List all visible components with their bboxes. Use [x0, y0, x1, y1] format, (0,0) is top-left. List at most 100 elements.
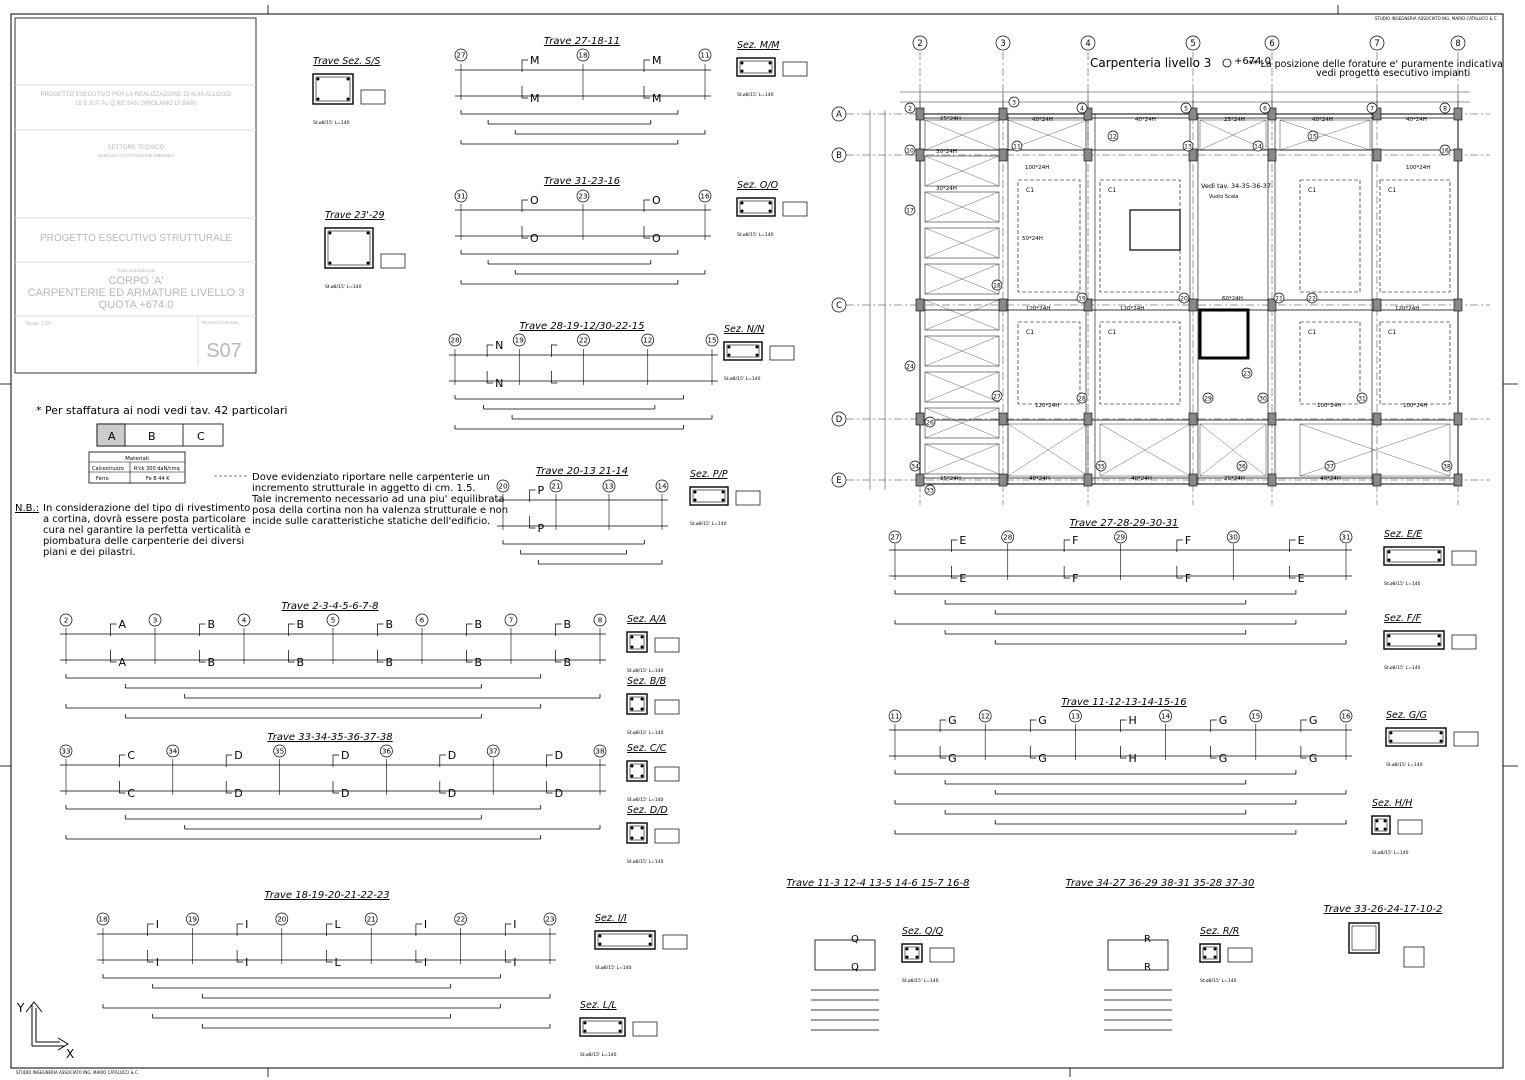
bay-diagonal: [1099, 423, 1191, 477]
node-bubble: [576, 189, 590, 203]
stirrup-shape: [769, 345, 795, 361]
rebar-dot: [316, 97, 320, 101]
node-bubble: [454, 189, 468, 203]
stirrup-shape: [1403, 946, 1425, 968]
stirrup-note: St.ø8/15' L=140: [627, 859, 664, 865]
node-bubble: [831, 106, 847, 122]
nb-5: piani e dei pilastri.: [43, 547, 136, 558]
node-label: 15: [1251, 712, 1260, 721]
section-cut: [486, 371, 494, 384]
node-bubble: [1001, 530, 1015, 544]
section-cut-label: I: [513, 918, 516, 931]
node-bubble: [1185, 35, 1201, 51]
node-bubble: [415, 613, 429, 627]
node-bubble: [1307, 130, 1319, 142]
slab-tag: C1: [1308, 187, 1316, 194]
section-cut-label: I: [245, 956, 248, 969]
node-bubble: [1069, 709, 1082, 723]
notes: * Per staffatura ai nodi vedi tav. 42 pa…: [15, 404, 508, 558]
rebar-dot: [905, 955, 909, 959]
node-label: 35: [275, 747, 284, 756]
section-title: Sez. B/B: [627, 676, 666, 687]
rebar-dot: [915, 955, 919, 959]
node-bubble: [1241, 367, 1253, 379]
rebar-dot: [648, 934, 652, 938]
section-stirrup: [1351, 925, 1377, 951]
section-cut-label: P: [538, 484, 545, 497]
slab-panel: [1017, 179, 1081, 293]
node-label: 8: [1443, 105, 1447, 112]
slab-panel: [1017, 321, 1081, 405]
node-bubble: [1339, 530, 1353, 544]
beam-title: Trave 27-28-29-30-31: [1070, 518, 1179, 529]
node-label: 19: [515, 336, 525, 345]
node-label: 18: [993, 282, 1001, 289]
node-label: 21: [1275, 295, 1283, 302]
column-section: [915, 412, 925, 426]
section-title: Sez. G/G: [1386, 710, 1427, 721]
node-label: 23: [1243, 370, 1251, 377]
section-cut-label: R: [1144, 962, 1151, 973]
node-bubble: [486, 744, 500, 758]
node-label: B: [836, 150, 842, 160]
node-bubble: [380, 744, 393, 758]
section-cut-label: B: [297, 618, 305, 631]
node-label: 20: [1180, 295, 1188, 302]
stair-note: Vedi tav. 34-35-36-37: [1201, 182, 1271, 190]
section-cut: [332, 754, 339, 767]
section-stirrup: [692, 489, 726, 503]
node-label: 38: [1443, 463, 1451, 470]
section-cut: [119, 781, 126, 794]
node-bubble: [593, 744, 607, 758]
node-label: 28: [450, 336, 460, 345]
section-stirrup: [739, 200, 773, 214]
cantilever-note-5: incide sulle caratteristiche statiche de…: [252, 516, 490, 527]
node-bubble: [912, 35, 928, 51]
section-title: Trave 23'-29: [325, 210, 385, 221]
node-bubble: [1107, 130, 1119, 142]
beam-size-label: 25*24H: [940, 116, 961, 122]
section-cut-label: O: [530, 232, 539, 245]
bay-cell: [924, 227, 1000, 259]
stirrup-shape: [782, 61, 808, 77]
node-bubble: [1095, 460, 1107, 472]
rebar-dot: [618, 1021, 622, 1025]
section-cut: [288, 623, 295, 636]
node-bubble: [549, 479, 563, 493]
node-label: 15: [1309, 133, 1317, 140]
section-cut-label: I: [156, 956, 159, 969]
rebar-dot: [1203, 955, 1207, 959]
node-label: 34: [168, 747, 178, 756]
nb-label: N.B.:: [15, 503, 39, 514]
node-label: 5: [331, 616, 336, 625]
stirrup-note: St.ø8/15' L=140: [313, 120, 350, 126]
rebar-dot: [1439, 739, 1443, 743]
node-label: 20: [277, 915, 287, 924]
beam-size-label: 100*24H: [1406, 165, 1430, 171]
section-outline: [626, 760, 648, 782]
section-outline: [312, 73, 354, 105]
axis-x: X: [66, 1047, 74, 1061]
section-title: Sez. N/N: [724, 324, 764, 335]
column-section: [1267, 148, 1277, 162]
node-label: 37: [489, 747, 498, 756]
node-bubble: [275, 912, 289, 926]
node-bubble: [831, 297, 847, 313]
node-label: 21: [551, 482, 560, 491]
rebar-dot: [740, 201, 744, 205]
beam-size-label: 40*24H: [1032, 117, 1053, 123]
section-title: Sez. E/E: [1384, 529, 1422, 540]
section-stirrup: [629, 634, 645, 650]
section-cut-label: G: [948, 752, 957, 765]
section-stirrup: [739, 60, 773, 74]
stirrup-shape: [632, 1021, 658, 1037]
plan-level: +674.0: [1234, 56, 1271, 67]
rebar-dot: [721, 498, 725, 502]
rebar-dot: [755, 345, 759, 349]
section-cut: [555, 623, 562, 636]
stirrup-shape: [654, 637, 680, 653]
section-outline: [626, 693, 648, 715]
node-label: 19: [188, 915, 198, 924]
